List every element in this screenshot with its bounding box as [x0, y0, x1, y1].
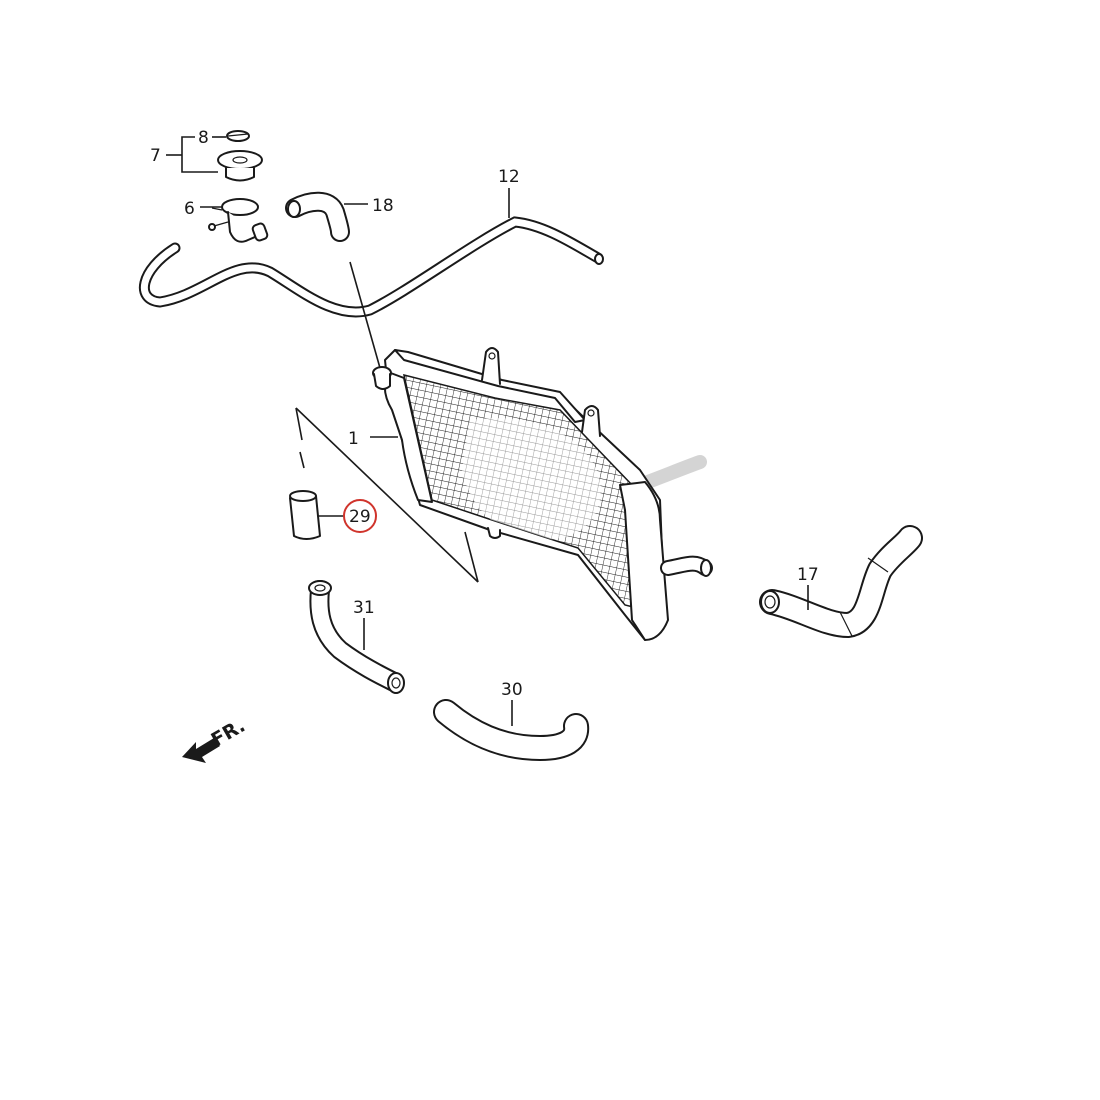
radiator-cap[interactable] — [217, 150, 263, 182]
callout-6[interactable]: 6 — [184, 199, 195, 219]
reference-line — [295, 407, 479, 583]
collar[interactable] — [289, 490, 321, 540]
front-direction-arrow: FR. — [182, 715, 249, 763]
callout-30[interactable]: 30 — [501, 680, 523, 700]
callout-31[interactable]: 31 — [353, 598, 375, 618]
highlight-ring — [343, 499, 377, 533]
upper-hose[interactable] — [759, 525, 923, 639]
bent-pipe[interactable] — [308, 580, 405, 694]
reference-line — [349, 261, 381, 369]
overflow-tube[interactable] — [138, 216, 604, 318]
filler-neck[interactable] — [208, 198, 269, 243]
callout-18[interactable]: 18 — [372, 196, 394, 216]
reference-line — [299, 451, 305, 469]
callout-8[interactable]: 8 — [198, 128, 209, 148]
radiator-assembly[interactable] — [372, 347, 713, 641]
elbow-hose-small[interactable] — [285, 191, 350, 242]
reference-line — [464, 531, 479, 583]
callout-17[interactable]: 17 — [797, 565, 819, 585]
reference-line — [295, 407, 303, 441]
callout-12[interactable]: 12 — [498, 167, 520, 187]
callout-7[interactable]: 7 — [150, 146, 161, 166]
callout-1[interactable]: 1 — [348, 429, 359, 449]
callout-29[interactable]: 29 — [349, 507, 371, 527]
lower-hose[interactable] — [433, 699, 590, 762]
cap-seal[interactable] — [226, 130, 250, 142]
